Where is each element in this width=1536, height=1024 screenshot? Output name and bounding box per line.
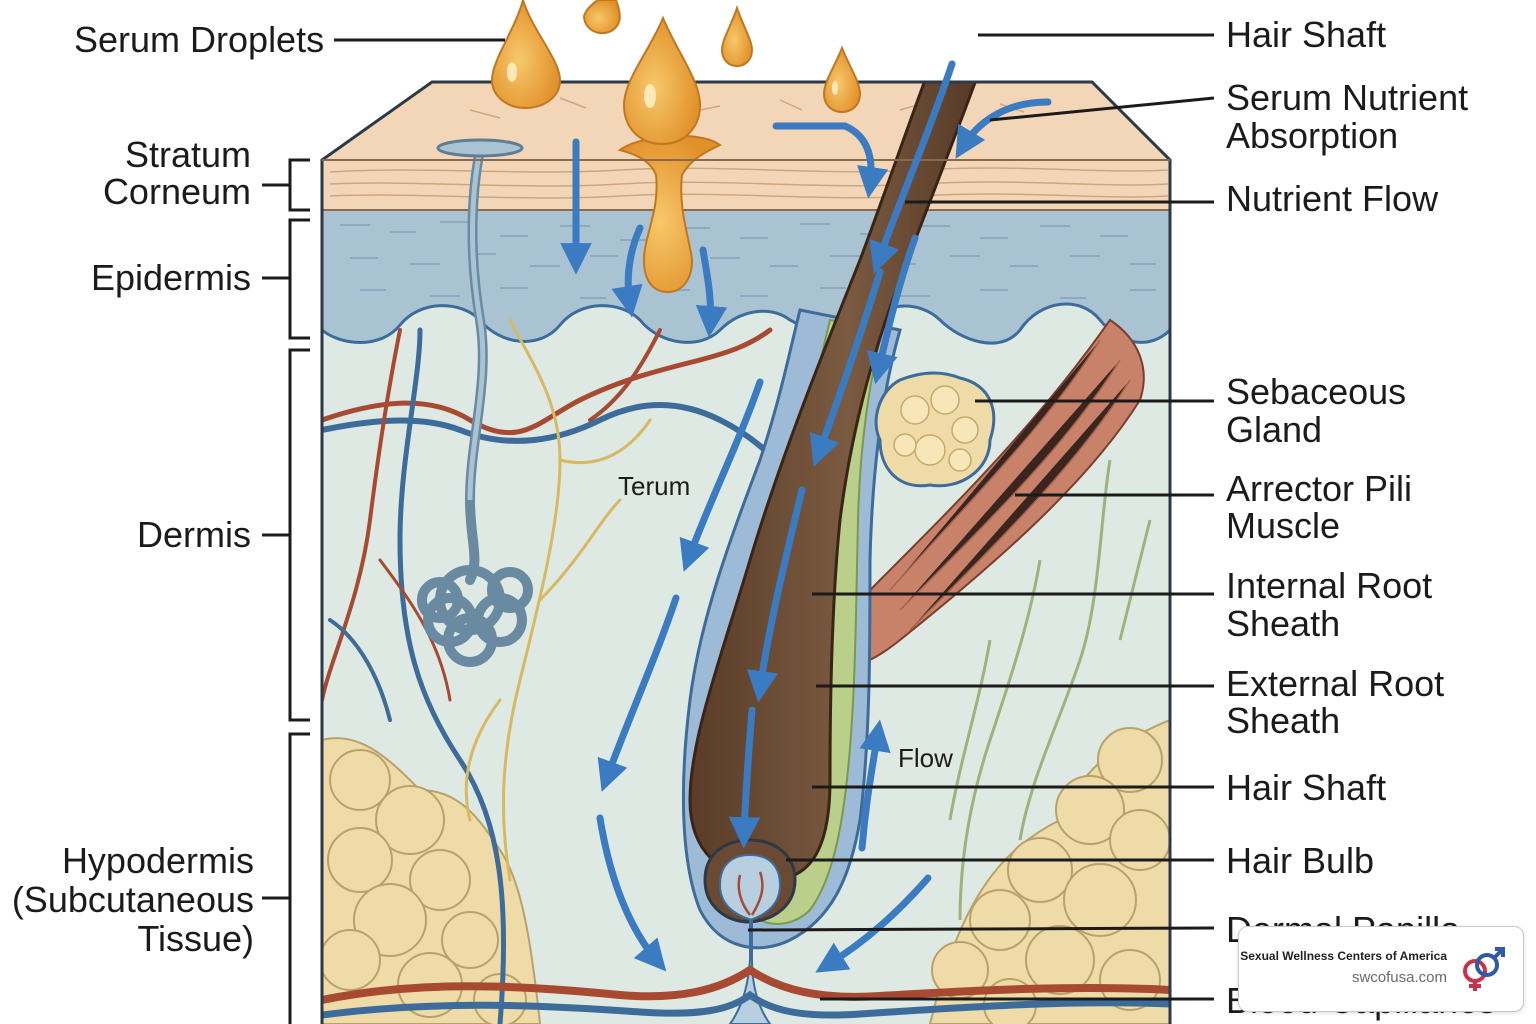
stratum-label-1: Stratum [125,134,251,175]
dermal-blood-vessels [322,318,1152,1024]
sweat-pore [436,138,524,158]
skin-block-outline [320,80,1172,1024]
hypodermis-label-3: Tissue) [137,918,254,959]
epidermis-bracket [262,218,310,340]
serum-absorption-leader [989,96,1215,122]
serum-droplets [490,0,862,146]
serum-drip-on-skin [617,135,722,294]
droplet-1 [490,0,562,110]
papilla-capillaries [737,871,764,916]
stratum-texture [329,97,1169,199]
nutrient-flow-label: Nutrient Flow [1226,178,1439,219]
serum-droplets-label: Serum Droplets [74,19,324,60]
droplet-3 [622,15,702,146]
hair-shaft-top-label: Hair Shaft [1226,14,1386,55]
droplet-highlights [507,62,838,108]
hypodermis-label-2: (Subcutaneous [12,879,254,920]
terum-label: Terum [618,471,690,501]
arrow-left-sheath-1 [679,378,764,572]
blood-capillaries [322,965,1170,1019]
arrow-shaft-upper [869,60,956,274]
serum-absorption-label-2: Absorption [1226,115,1398,156]
left-labels: Serum Droplets Stratum Corneum Epidermis… [12,19,505,1024]
dermal-papilla-leader [747,926,1215,932]
stratum-bracket [262,158,310,212]
watermark-url: swcofusa.com [1351,969,1447,986]
hypodermis-fat-right [928,718,1170,1024]
arrow-left-sheath-2 [597,594,680,792]
droplet-4 [720,4,754,68]
stratum-label-2: Corneum [103,171,251,212]
sweat-gland-highlight [467,149,486,501]
watermark-badge: Sexual Wellness Centers of America swcof… [1238,926,1524,1012]
hypodermis-bracket [262,732,310,1024]
epidermis-layer [322,203,1170,345]
arrow-absorption-top [955,98,1052,159]
irs-label-1: Internal Root [1226,565,1432,606]
hypodermis-fat-left [322,737,542,1024]
hair-shaft-lower-label: Hair Shaft [1226,767,1386,808]
epidermis-label: Epidermis [91,257,251,298]
gender-symbols-logo-icon [1463,947,1505,991]
arrow-bulb [728,706,761,849]
arrow-surface-curl [772,122,889,199]
droplet-2 [582,0,621,35]
droplet-5 [822,45,862,114]
watermark-name: Sexual Wellness Centers of America [1240,949,1447,963]
skin-block [322,82,1170,1024]
arrow-left-sheath-3 [596,814,667,972]
sebaceous-label-1: Sebaceous [1226,371,1406,412]
flow-label: Flow [898,743,953,773]
arrow-shaft-side [866,234,919,385]
ers-label-2: Sheath [1226,700,1340,741]
hypodermis-label-1: Hypodermis [62,840,254,881]
arrow-shaft-lower [746,486,806,703]
arrector-label-1: Arrector Pili [1226,468,1412,509]
sebaceous-lobules [893,385,979,472]
dermis-bracket [262,348,310,722]
arrow-shaft-mid [809,268,884,467]
arrow-droplet-mid [611,224,644,318]
arrow-droplet-right [695,246,728,338]
serum-absorption-label-1: Serum Nutrient [1226,77,1468,118]
sebaceous-label-2: Gland [1226,409,1322,450]
muscle-striations [889,339,1131,631]
irs-label-2: Sheath [1226,603,1340,644]
arrector-label-2: Muscle [1226,505,1340,546]
dermis-label: Dermis [137,514,251,555]
ers-label-1: External Root [1226,663,1444,704]
dermal-papilla [718,853,782,1024]
flow-arrows [560,60,1052,973]
arrow-right-bottom [815,874,932,973]
hair-bulb-label: Hair Bulb [1226,840,1374,881]
